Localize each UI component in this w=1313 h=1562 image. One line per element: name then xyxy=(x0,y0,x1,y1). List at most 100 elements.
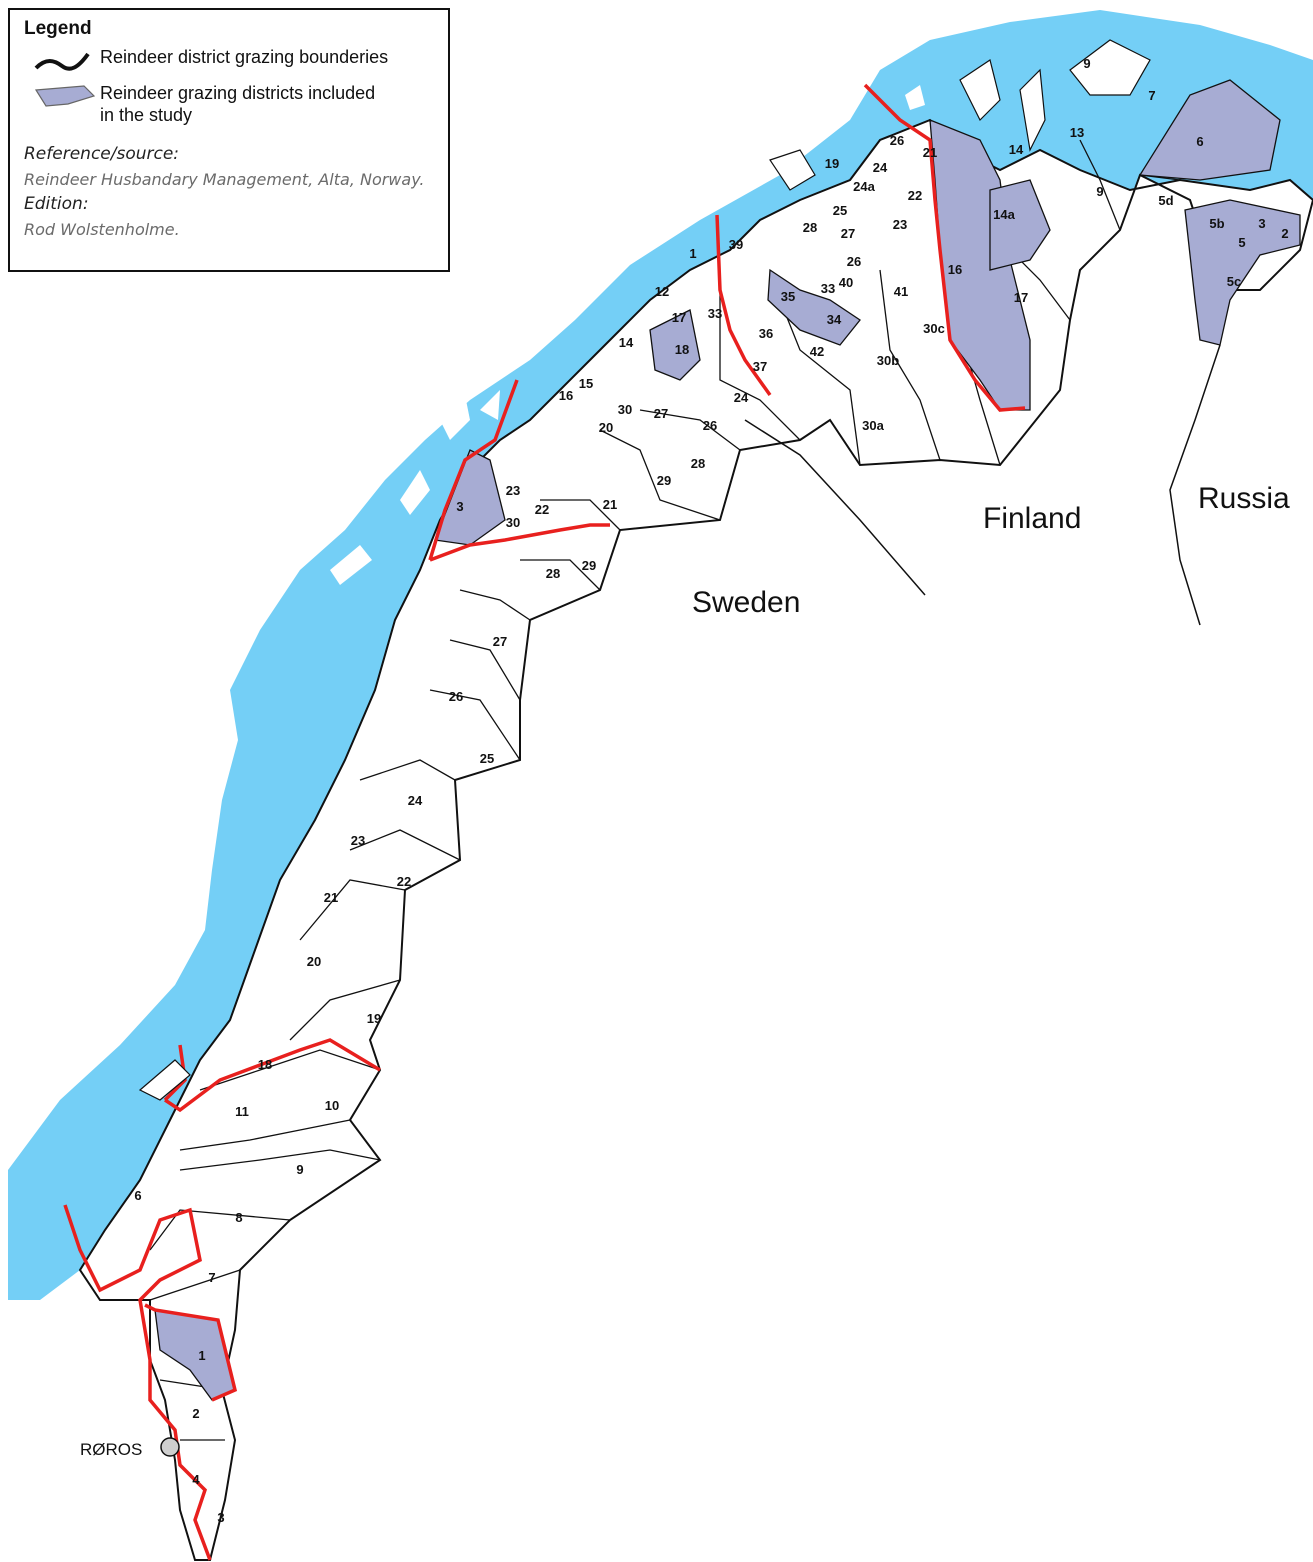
district-label: 24 xyxy=(408,793,423,808)
district-label: 14 xyxy=(619,335,634,350)
island-clusters xyxy=(138,39,1151,1101)
district-label: 27 xyxy=(493,634,507,649)
district-label: 19 xyxy=(825,156,839,171)
district-label: 4 xyxy=(192,1472,200,1487)
national-borders xyxy=(744,344,1221,626)
district-label: 14a xyxy=(993,207,1015,222)
district-label: 27 xyxy=(841,226,855,241)
district-label: 2 xyxy=(192,1406,199,1421)
district-label: 7 xyxy=(1148,88,1155,103)
district-label: 20 xyxy=(599,420,613,435)
district-label: 3 xyxy=(456,499,463,514)
legend-study-label-line2: in the study xyxy=(100,105,193,125)
district-label: 17 xyxy=(672,310,686,325)
legend-reference: Reference/source: Reindeer Husbandary Ma… xyxy=(24,142,434,242)
district-label: 30 xyxy=(506,515,520,530)
district-label: 2 xyxy=(1281,226,1288,241)
district-label: 10 xyxy=(325,1098,339,1113)
study-district-swatch-icon xyxy=(34,85,96,107)
district-label: 3 xyxy=(217,1510,224,1525)
district-label: 29 xyxy=(657,473,671,488)
town-label-roros: RØROS xyxy=(80,1440,142,1459)
district-label: 42 xyxy=(810,344,824,359)
district-label: 37 xyxy=(753,359,767,374)
district-label: 23 xyxy=(893,217,907,232)
district-label: 23 xyxy=(351,833,365,848)
district-label: 21 xyxy=(324,890,338,905)
district-label: 33 xyxy=(821,281,835,296)
district-label: 36 xyxy=(759,326,773,341)
district-label: 28 xyxy=(803,220,817,235)
district-label: 7 xyxy=(208,1270,215,1285)
district-label: 21 xyxy=(603,497,617,512)
district-label: 5b xyxy=(1209,216,1224,231)
district-label: 22 xyxy=(397,874,411,889)
district-label: 5 xyxy=(1238,235,1245,250)
district-label: 24 xyxy=(734,390,749,405)
district-label: 12 xyxy=(655,284,669,299)
edition-label: Edition: xyxy=(24,194,89,214)
district-label: 28 xyxy=(691,456,705,471)
legend-item-boundary: Reindeer district grazing bounderies xyxy=(24,46,434,76)
district-label: 22 xyxy=(908,188,922,203)
district-label: 22 xyxy=(535,502,549,517)
district-label: 18 xyxy=(675,342,689,357)
legend-title: Legend xyxy=(24,18,92,39)
district-label: 27 xyxy=(654,406,668,421)
district-label: 24a xyxy=(853,179,875,194)
district-label: 21 xyxy=(923,145,937,160)
district-label: 5d xyxy=(1158,193,1173,208)
district-label: 6 xyxy=(134,1188,141,1203)
district-label: 3 xyxy=(1258,216,1265,231)
district-label: 33 xyxy=(708,306,722,321)
country-label-finland: Finland xyxy=(983,502,1081,535)
town-marker xyxy=(160,1437,180,1457)
district-label: 26 xyxy=(890,133,904,148)
district-label: 26 xyxy=(703,418,717,433)
offshore-islands xyxy=(330,85,925,585)
district-label: 1 xyxy=(198,1348,205,1363)
legend-boundary-label: Reindeer district grazing bounderies xyxy=(100,47,389,67)
district-label: 30b xyxy=(877,353,899,368)
district-label: 26 xyxy=(449,689,463,704)
district-label: 14 xyxy=(1009,142,1024,157)
district-label: 40 xyxy=(839,275,853,290)
district-label: 23 xyxy=(506,483,520,498)
district-label: 19 xyxy=(367,1011,381,1026)
district-label: 39 xyxy=(729,237,743,252)
district-label: 24 xyxy=(873,160,888,175)
district-label: 16 xyxy=(559,388,573,403)
country-label-russia: Russia xyxy=(1198,482,1290,515)
district-label: 41 xyxy=(894,284,908,299)
district-label: 8 xyxy=(235,1210,242,1225)
district-label: 18 xyxy=(258,1057,272,1072)
edition-value: Rod Wolstenholme. xyxy=(24,220,180,239)
reference-value: Reindeer Husbandary Management, Alta, No… xyxy=(24,170,425,189)
district-label: 13 xyxy=(1070,125,1084,140)
district-label: 25 xyxy=(833,203,847,218)
district-label: 11 xyxy=(235,1104,249,1119)
legend-study-label-line1: Reindeer grazing districts included xyxy=(100,83,376,103)
legend-panel: Legend Reindeer district grazing bounder… xyxy=(8,8,450,272)
legend-item-study-district: Reindeer grazing districts included in t… xyxy=(24,82,434,126)
district-label: 15 xyxy=(579,376,593,391)
study-boundaries xyxy=(63,83,1026,1561)
country-label-sweden: Sweden xyxy=(692,586,800,619)
district-label: 26 xyxy=(847,254,861,269)
district-boundaries xyxy=(149,139,1281,1441)
district-label: 34 xyxy=(827,312,842,327)
study-districts xyxy=(154,79,1301,1401)
district-label: 30a xyxy=(862,418,884,433)
district-label: 25 xyxy=(480,751,494,766)
district-label: 9 xyxy=(296,1162,303,1177)
district-label: 9 xyxy=(1083,56,1090,71)
district-label: 30 xyxy=(618,402,632,417)
district-label: 29 xyxy=(582,558,596,573)
district-label: 35 xyxy=(781,289,795,304)
district-labels: 1234678910111819202122232425262728292122… xyxy=(134,56,1288,1525)
district-label: 9 xyxy=(1096,184,1103,199)
district-label: 20 xyxy=(307,954,321,969)
reference-label: Reference/source: xyxy=(24,144,180,164)
district-label: 5c xyxy=(1227,274,1241,289)
